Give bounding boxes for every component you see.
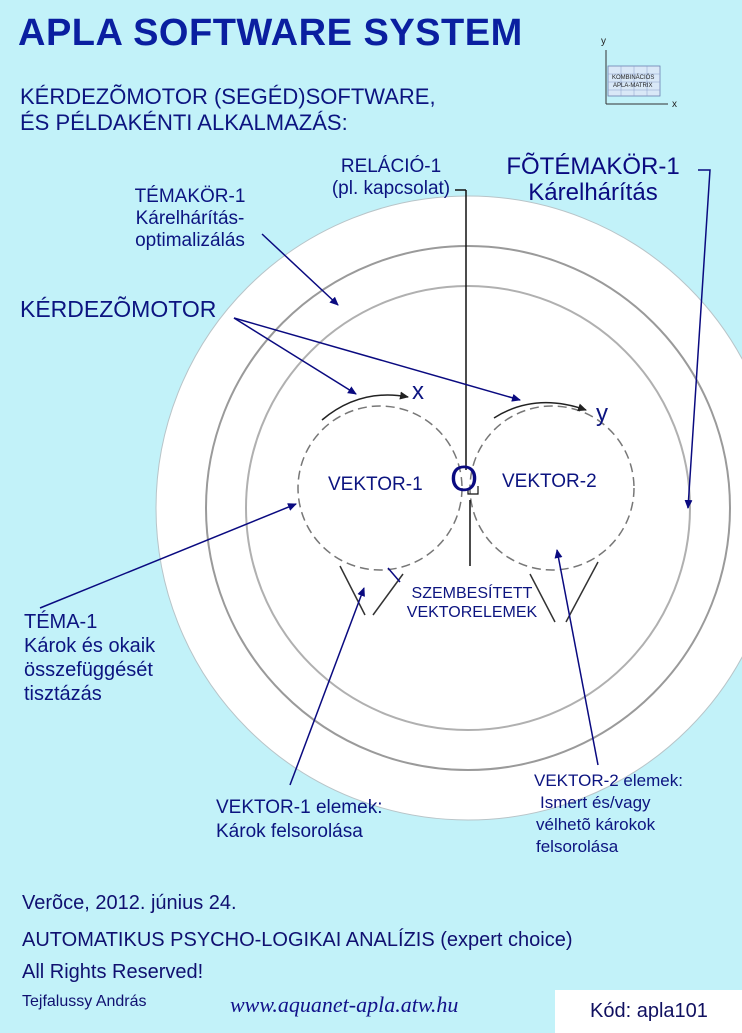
temakor-line2: Kárelhárítás-	[135, 208, 245, 229]
tema-line2: Károk és okaik	[24, 635, 156, 657]
tema-line1: TÉMA-1	[24, 611, 98, 633]
center-mark	[467, 486, 479, 495]
main-topic-disc	[155, 195, 742, 821]
vektor2-elemek-label: VEKTOR-2 elemek: Ismert és/vagy vélhetõ …	[534, 770, 683, 858]
arrow-szembesitett	[387, 567, 401, 583]
vektor2-elemek-line1: VEKTOR-2 elemek:	[534, 771, 683, 790]
arrow-tema	[39, 503, 297, 609]
vektor-2-circle	[469, 405, 635, 571]
bracket-v2-left	[529, 573, 556, 623]
tema-label: TÉMA-1 Károk és okaik összefüggését tisz…	[24, 610, 155, 706]
y-axis-label: y	[596, 400, 608, 427]
logo-line1: KOMBINÁCIÓS	[612, 74, 654, 81]
rights-line: All Rights Reserved!	[22, 961, 204, 983]
subtitle-line-1: KÉRDEZÕMOTOR (SEGÉD)SOFTWARE,	[20, 84, 436, 109]
vektor1-elemek-line2: Károk felsorolása	[216, 821, 363, 842]
arrow-vektor2-elemek	[554, 549, 599, 766]
arrow-kerdezo-to-y	[233, 317, 521, 402]
center-symbol: O	[450, 458, 479, 499]
analysis-line: AUTOMATIKUS PSYCHO-LOGIKAI ANALÍZIS (exp…	[22, 929, 573, 951]
outer-ring	[205, 245, 731, 771]
bracket-v2-right	[565, 561, 599, 623]
y-arc	[493, 401, 587, 419]
vektor-2-label: VEKTOR-2	[502, 471, 597, 492]
bracket-v1-right	[372, 573, 404, 616]
vektor2-elemek-line4: felsorolása	[536, 837, 619, 856]
szembesitett-line2: VEKTORELEMEK	[406, 604, 538, 621]
x-axis-label: x	[412, 378, 424, 405]
fotemakor-line1: FÕTÉMAKÖR-1	[506, 153, 680, 180]
fotemakor-label: FÕTÉMAKÖR-1 Kárelhárítás	[488, 154, 698, 206]
subtitle-line-2: ÉS PÉLDAKÉNTI ALKALMAZÁS:	[20, 110, 348, 135]
tema-line4: tisztázás	[24, 683, 102, 705]
place-date: Verõce, 2012. június 24.	[22, 892, 237, 914]
code-label: Kód: apla101	[590, 1000, 708, 1022]
logo-y-label: y	[601, 36, 606, 47]
code-box	[555, 990, 742, 1033]
szembesitett-label: SZEMBESÍTETT VEKTORELEMEK	[392, 584, 552, 622]
vektor2-elemek-line3: vélhetõ károkok	[536, 815, 656, 834]
vektor-1-label: VEKTOR-1	[328, 474, 423, 495]
arrow-kerdezo-to-x	[233, 317, 357, 395]
author-name: Tejfalussy András	[22, 993, 147, 1010]
bracket-v1-left	[339, 565, 366, 616]
logo-line2: APLA-MATRIX	[613, 83, 653, 89]
kerdezomotor-label: KÉRDEZÕMOTOR	[20, 296, 217, 322]
temakor-line3: optimalizálás	[135, 230, 245, 251]
apla-matrix-logo: y x KOMBINÁCIÓS APLA-MATRIX	[601, 36, 677, 110]
temakor-line1: TÉMAKÖR-1	[134, 186, 246, 207]
vektor1-elemek-label: VEKTOR-1 elemek: Károk felsorolása	[216, 796, 382, 844]
arrow-temakor	[261, 233, 339, 306]
temakor-label: TÉMAKÖR-1 Kárelhárítás- optimalizálás	[115, 186, 265, 252]
x-arc	[321, 391, 409, 421]
vektor1-elemek-line1: VEKTOR-1 elemek:	[216, 797, 383, 818]
logo-x-label: x	[672, 99, 677, 110]
website-link[interactable]: www.aquanet-apla.atw.hu	[230, 992, 459, 1017]
relacio-line1: RELÁCIÓ-1	[340, 156, 442, 177]
tema-line3: összefüggését	[24, 659, 153, 681]
relacio-label: RELÁCIÓ-1 (pl. kapcsolat)	[316, 156, 466, 200]
fotemakor-line2: Kárelhárítás	[528, 179, 658, 206]
page-title: APLA SOFTWARE SYSTEM	[18, 12, 523, 54]
szembesitett-line1: SZEMBESÍTETT	[411, 585, 533, 602]
relacio-line2: (pl. kapcsolat)	[331, 178, 451, 199]
arrow-vektor1-elemek	[289, 587, 365, 786]
vektor-1-circle	[297, 405, 463, 571]
arrow-fotemakor	[684, 169, 711, 509]
vektor2-elemek-line2: Ismert és/vagy	[540, 793, 651, 812]
